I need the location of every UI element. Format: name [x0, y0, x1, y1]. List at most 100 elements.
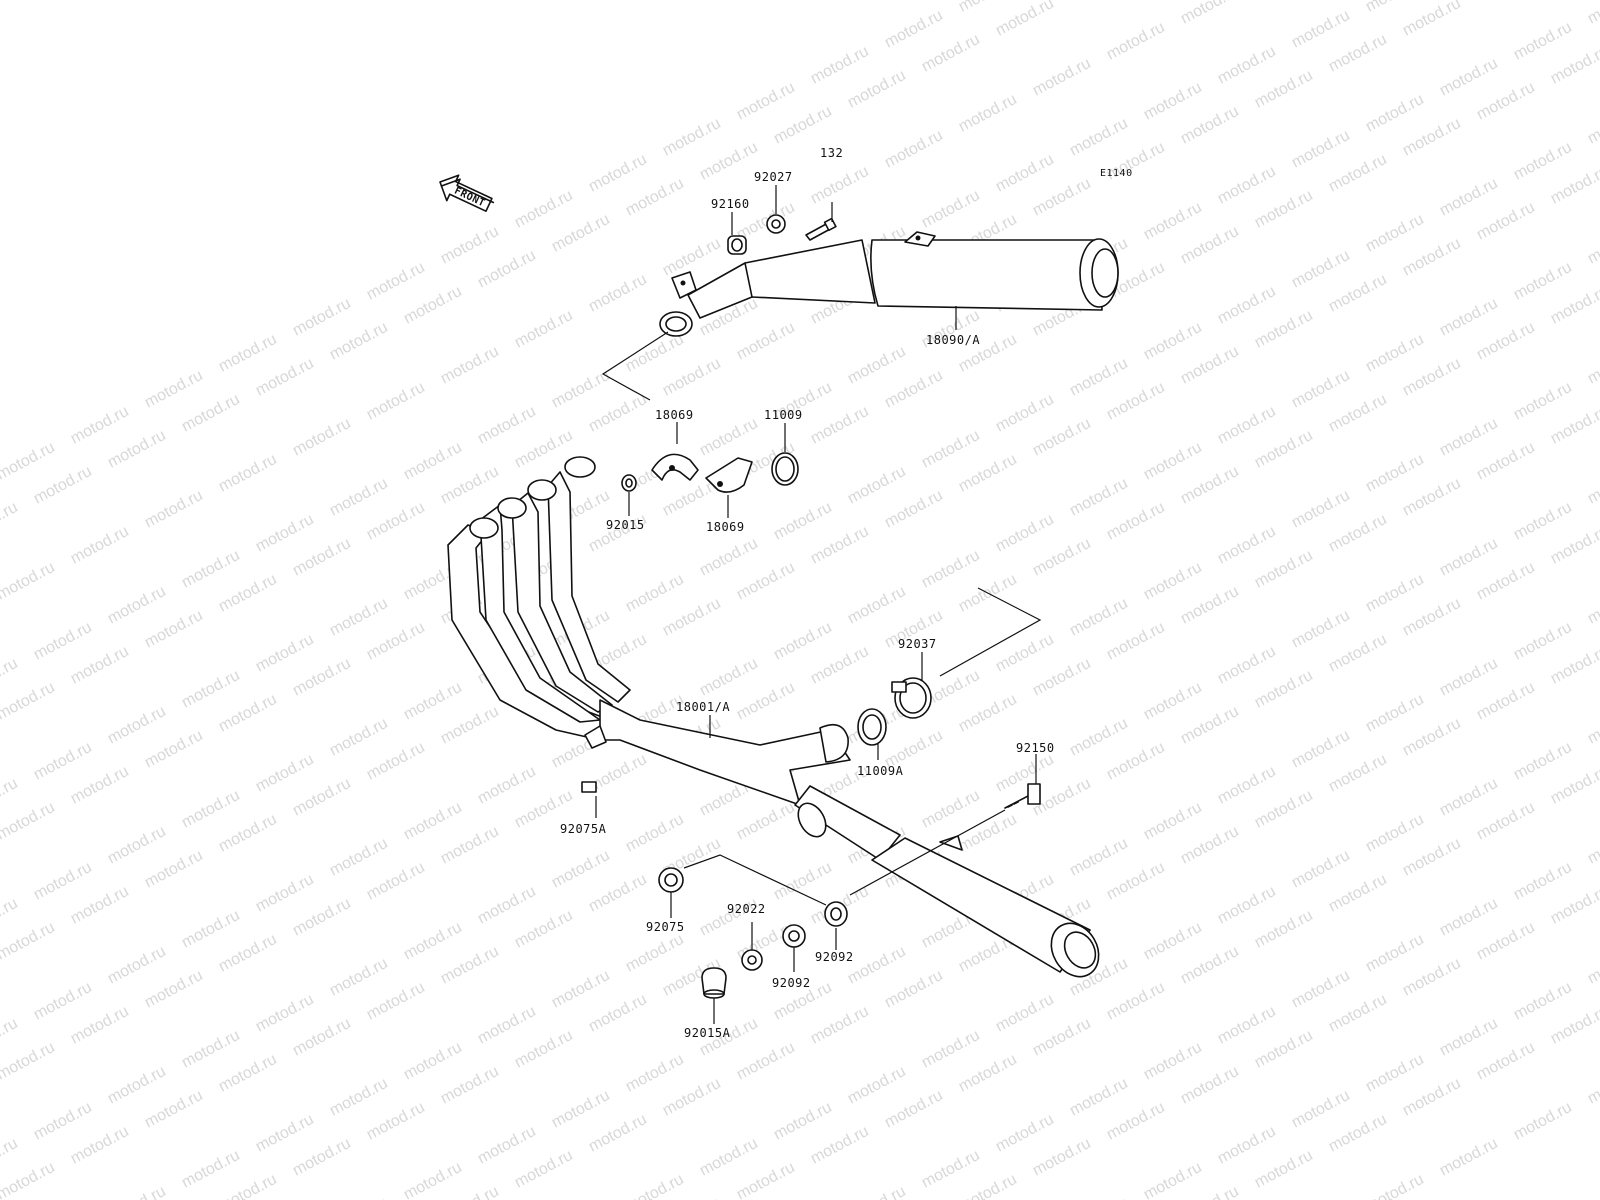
watermark-text: motod.ru: [216, 1051, 280, 1096]
watermark-text: motod.ru: [216, 691, 280, 736]
watermark-text: motod.ru: [512, 307, 576, 352]
watermark-text: motod.ru: [68, 763, 132, 808]
watermark-text: motod.ru: [105, 1063, 169, 1108]
watermark-text: motod.ru: [253, 991, 317, 1036]
watermark-text: motod.ru: [919, 787, 983, 832]
watermark-text: motod.ru: [660, 1075, 724, 1120]
watermark-text: motod.ru: [1215, 883, 1279, 928]
watermark-text: motod.ru: [1141, 199, 1205, 244]
watermark-text: motod.ru: [1104, 19, 1168, 64]
watermark-text: motod.ru: [1067, 715, 1131, 760]
damper-92160-icon: [727, 235, 747, 255]
watermark-text: motod.ru: [1104, 739, 1168, 784]
watermark-text: motod.ru: [1030, 535, 1094, 580]
watermark-text: motod.ru: [1585, 343, 1600, 388]
watermark-text: motod.ru: [586, 871, 650, 916]
watermark-text: motod.ru: [1474, 799, 1538, 844]
watermark-text: motod.ru: [1030, 415, 1094, 460]
watermark-text: motod.ru: [1511, 859, 1575, 904]
watermark-text: motod.ru: [919, 547, 983, 592]
diagram-code: E1140: [1100, 168, 1133, 179]
watermark-text: motod.ru: [1511, 19, 1575, 64]
watermark-text: motod.ru: [475, 763, 539, 808]
watermark-text: motod.ru: [771, 1099, 835, 1144]
washer-92022-icon: [741, 949, 763, 971]
watermark-text: motod.ru: [1067, 355, 1131, 400]
watermark-text: motod.ru: [1548, 763, 1600, 808]
watermark-text: motod.ru: [660, 115, 724, 160]
watermark-text: motod.ru: [68, 523, 132, 568]
watermark-text: motod.ru: [1326, 991, 1390, 1036]
watermark-text: motod.ru: [734, 1159, 798, 1200]
nut-92015-icon: [621, 474, 637, 492]
watermark-text: motod.ru: [919, 187, 983, 232]
watermark-text: motod.ru: [216, 811, 280, 856]
label-92037: 92037: [898, 637, 937, 651]
watermark-text: motod.ru: [1141, 799, 1205, 844]
watermark-text: motod.ru: [475, 1003, 539, 1048]
watermark-text: motod.ru: [1252, 1027, 1316, 1072]
watermark-text: motod.ru: [364, 859, 428, 904]
label-92015: 92015: [606, 518, 645, 532]
watermark-text: motod.ru: [1474, 1039, 1538, 1084]
watermark-text: motod.ru: [1067, 0, 1131, 4]
watermark-text: motod.ru: [956, 691, 1020, 736]
watermark-text: motod.ru: [1585, 463, 1600, 508]
watermark-text: motod.ru: [660, 235, 724, 280]
watermark-text: motod.ru: [808, 1003, 872, 1048]
watermark-text: motod.ru: [1400, 475, 1464, 520]
watermark-text: motod.ru: [1104, 499, 1168, 544]
watermark-text: motod.ru: [512, 907, 576, 952]
watermark-text: motod.ru: [1437, 895, 1501, 940]
watermark-text: motod.ru: [327, 1075, 391, 1120]
watermark-text: motod.ru: [364, 619, 428, 664]
watermark-text: motod.ru: [1252, 427, 1316, 472]
watermark-text: motod.ru: [1067, 1075, 1131, 1120]
bolt-92150-icon: [1004, 783, 1041, 809]
watermark-text: motod.ru: [512, 187, 576, 232]
watermark-text: motod.ru: [512, 1147, 576, 1192]
watermark-text: motod.ru: [364, 739, 428, 784]
watermark-text: motod.ru: [216, 931, 280, 976]
watermark-text: motod.ru: [290, 295, 354, 340]
watermark-text: motod.ru: [882, 7, 946, 52]
watermark-text: motod.ru: [1511, 139, 1575, 184]
watermark-text: motod.ru: [1511, 499, 1575, 544]
watermark-text: motod.ru: [808, 523, 872, 568]
watermark-text: motod.ru: [31, 859, 95, 904]
watermark-text: motod.ru: [1178, 463, 1242, 508]
watermark-text: motod.ru: [475, 883, 539, 928]
watermark-text: motod.ru: [1252, 187, 1316, 232]
watermark-text: motod.ru: [882, 127, 946, 172]
watermark-text: motod.ru: [1178, 343, 1242, 388]
watermark-text: motod.ru: [31, 979, 95, 1024]
watermark-text: motod.ru: [1178, 223, 1242, 268]
watermark-text: motod.ru: [179, 787, 243, 832]
bracket-18069-lower-icon: [705, 457, 753, 493]
watermark-text: motod.ru: [1585, 943, 1600, 988]
watermark-text: motod.ru: [1067, 1195, 1131, 1200]
watermark-text: motod.ru: [586, 271, 650, 316]
watermark-text: motod.ru: [1548, 43, 1600, 88]
watermark-text: motod.ru: [253, 751, 317, 796]
bolt-132-icon: [805, 217, 837, 241]
watermark-text: motod.ru: [882, 967, 946, 1012]
watermark-text: motod.ru: [734, 319, 798, 364]
watermark-text: motod.ru: [1141, 559, 1205, 604]
watermark-text: motod.ru: [1548, 523, 1600, 568]
watermark-text: motod.ru: [1585, 223, 1600, 268]
watermark-text: motod.ru: [142, 967, 206, 1012]
watermark-text: motod.ru: [1511, 619, 1575, 664]
watermark-text: motod.ru: [364, 499, 428, 544]
label-92092-left: 92092: [772, 976, 811, 990]
watermark-text: motod.ru: [1326, 271, 1390, 316]
watermark-text: motod.ru: [216, 571, 280, 616]
watermark-text: motod.ru: [1511, 379, 1575, 424]
watermark-text: motod.ru: [327, 835, 391, 880]
label-92075A: 92075A: [560, 822, 607, 836]
watermark-text: motod.ru: [31, 739, 95, 784]
watermark-text: motod.ru: [1215, 403, 1279, 448]
watermark-text: motod.ru: [1252, 667, 1316, 712]
watermark-text: motod.ru: [586, 1111, 650, 1156]
watermark-text: motod.ru: [475, 403, 539, 448]
